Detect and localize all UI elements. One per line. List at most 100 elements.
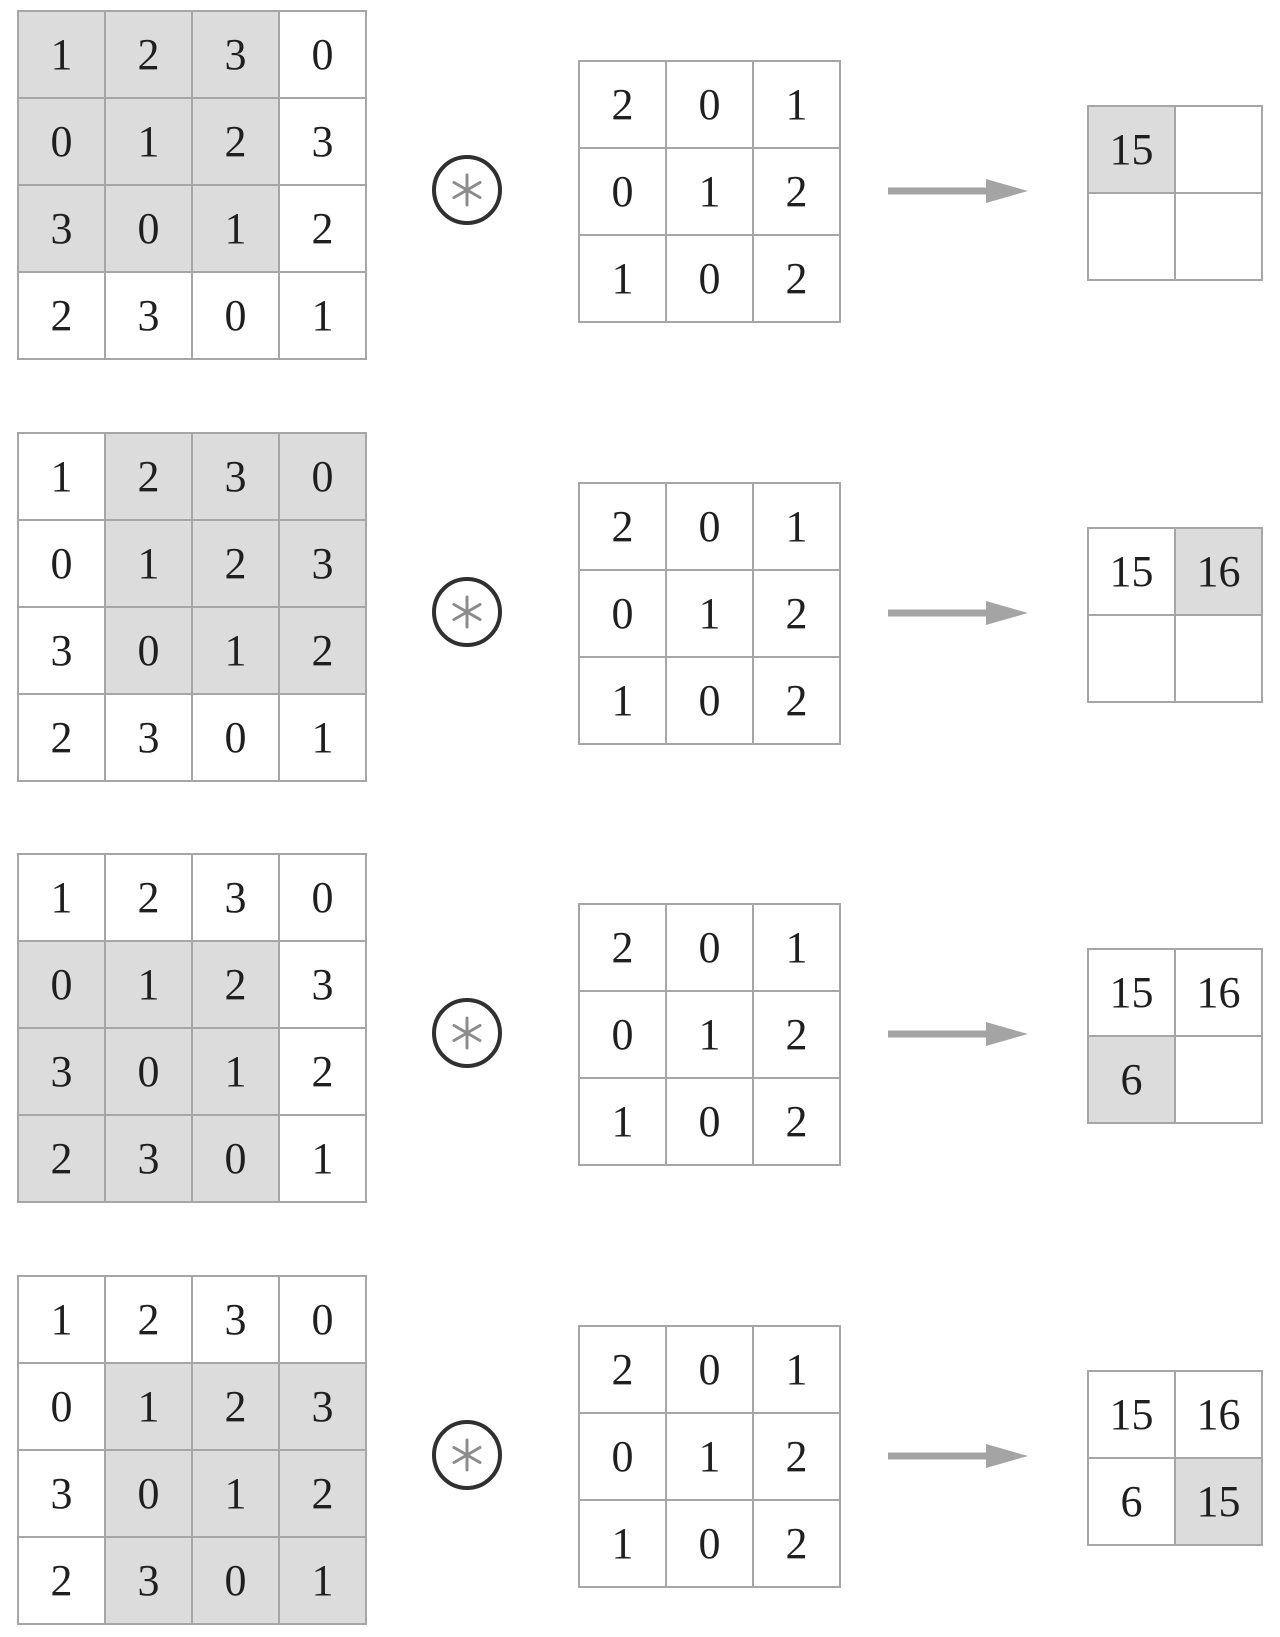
matrix-cell: 6 [1089, 1459, 1174, 1544]
matrix-cell: 2 [106, 1277, 191, 1362]
matrix-cell: 15 [1089, 107, 1174, 192]
matrix-cell: 0 [19, 99, 104, 184]
matrix-cell: 2 [580, 1327, 665, 1412]
output-matrix: 15 [1087, 105, 1263, 281]
matrix-cell: 2 [280, 1029, 365, 1114]
matrix-cell: 3 [193, 1277, 278, 1362]
matrix-cell: 1 [19, 12, 104, 97]
matrix-cell: 15 [1089, 1372, 1174, 1457]
matrix-cell: 0 [280, 855, 365, 940]
convolution-operator-icon [432, 577, 502, 647]
matrix-cell: 1 [280, 1538, 365, 1623]
matrix-cell: 2 [193, 1364, 278, 1449]
matrix-cell: 3 [106, 695, 191, 780]
matrix-cell: 0 [106, 1029, 191, 1114]
matrix-cell: 3 [106, 1116, 191, 1201]
matrix-cell: 1 [193, 608, 278, 693]
matrix-cell: 2 [19, 1538, 104, 1623]
matrix-cell: 3 [280, 942, 365, 1027]
matrix-cell: 1 [106, 942, 191, 1027]
matrix-cell [1089, 194, 1174, 279]
matrix-cell: 3 [19, 608, 104, 693]
convolution-operator-icon [432, 998, 502, 1068]
convolution-operator-icon [432, 155, 502, 225]
matrix-cell: 2 [106, 855, 191, 940]
matrix-cell: 2 [754, 1414, 839, 1499]
matrix-cell: 1 [667, 571, 752, 656]
matrix-cell: 3 [193, 855, 278, 940]
matrix-cell: 2 [754, 149, 839, 234]
matrix-cell: 3 [280, 99, 365, 184]
matrix-cell: 0 [667, 1327, 752, 1412]
matrix-cell: 1 [193, 1029, 278, 1114]
matrix-cell: 1 [280, 273, 365, 358]
matrix-cell: 0 [19, 521, 104, 606]
matrix-cell: 16 [1176, 529, 1261, 614]
matrix-cell: 2 [754, 1079, 839, 1164]
matrix-cell: 1 [667, 149, 752, 234]
matrix-cell: 3 [193, 12, 278, 97]
matrix-cell: 1 [580, 1079, 665, 1164]
matrix-cell: 0 [193, 695, 278, 780]
matrix-cell: 15 [1089, 529, 1174, 614]
arrow-right-icon [888, 601, 1028, 625]
matrix-cell: 3 [280, 1364, 365, 1449]
matrix-cell: 0 [106, 186, 191, 271]
matrix-cell: 2 [754, 236, 839, 321]
matrix-cell: 1 [667, 1414, 752, 1499]
matrix-cell: 0 [106, 608, 191, 693]
matrix-cell: 0 [280, 1277, 365, 1362]
matrix-cell: 1 [19, 434, 104, 519]
matrix-cell: 1 [754, 484, 839, 569]
matrix-cell: 2 [106, 12, 191, 97]
matrix-cell: 1 [280, 695, 365, 780]
matrix-cell: 1 [580, 236, 665, 321]
matrix-cell: 0 [193, 1116, 278, 1201]
matrix-cell: 0 [667, 236, 752, 321]
matrix-cell: 0 [667, 1501, 752, 1586]
matrix-cell: 6 [1089, 1037, 1174, 1122]
matrix-cell: 2 [580, 62, 665, 147]
arrow-right-icon [888, 179, 1028, 203]
matrix-cell: 2 [193, 99, 278, 184]
matrix-cell: 0 [280, 434, 365, 519]
matrix-cell: 2 [580, 484, 665, 569]
matrix-cell: 2 [19, 273, 104, 358]
matrix-cell [1176, 194, 1261, 279]
matrix-cell: 2 [193, 942, 278, 1027]
matrix-cell: 0 [667, 658, 752, 743]
matrix-cell: 2 [754, 1501, 839, 1586]
matrix-cell: 2 [580, 905, 665, 990]
matrix-cell: 2 [754, 571, 839, 656]
matrix-cell: 3 [19, 1029, 104, 1114]
matrix-cell [1089, 616, 1174, 701]
matrix-cell: 0 [580, 149, 665, 234]
matrix-cell: 0 [667, 1079, 752, 1164]
matrix-cell: 2 [193, 521, 278, 606]
matrix-cell: 2 [280, 608, 365, 693]
matrix-cell: 2 [754, 658, 839, 743]
matrix-cell: 3 [193, 434, 278, 519]
matrix-cell: 3 [280, 521, 365, 606]
matrix-cell: 1 [754, 62, 839, 147]
matrix-cell [1176, 107, 1261, 192]
arrow-right-icon [888, 1022, 1028, 1046]
matrix-cell [1176, 616, 1261, 701]
matrix-cell: 1 [193, 186, 278, 271]
matrix-cell: 3 [19, 186, 104, 271]
matrix-cell: 1 [106, 1364, 191, 1449]
matrix-cell: 0 [280, 12, 365, 97]
matrix-cell: 0 [193, 1538, 278, 1623]
matrix-cell: 3 [106, 1538, 191, 1623]
matrix-cell: 0 [580, 1414, 665, 1499]
matrix-cell: 2 [754, 992, 839, 1077]
matrix-cell: 16 [1176, 950, 1261, 1035]
